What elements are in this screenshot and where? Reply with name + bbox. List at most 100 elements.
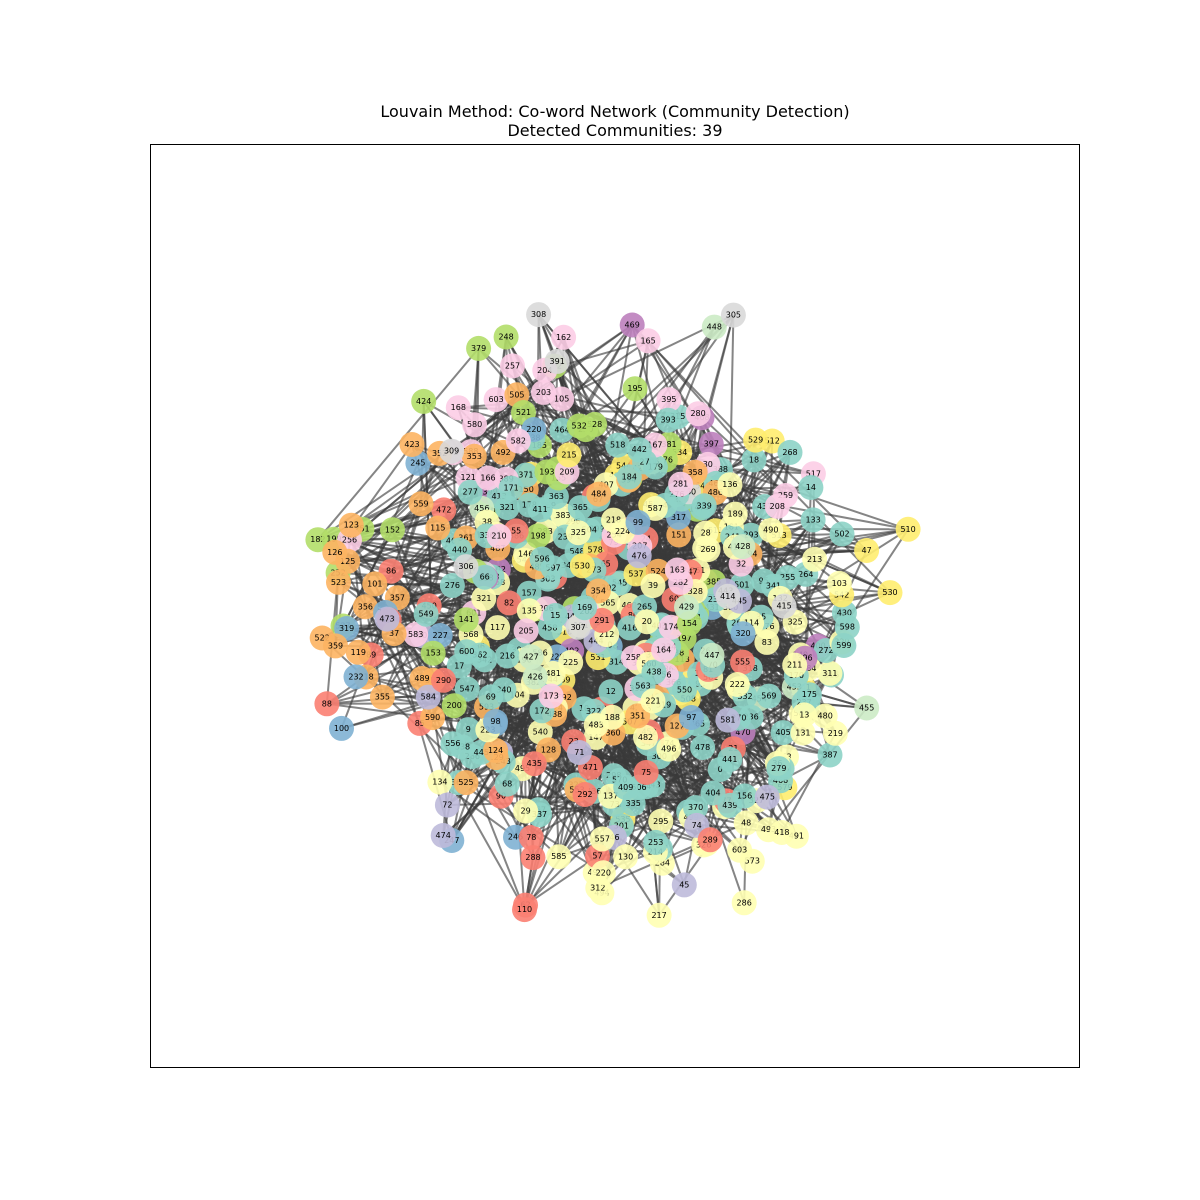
node: 153	[420, 640, 446, 666]
node-circle	[544, 348, 570, 374]
node-label: 27	[640, 457, 650, 466]
node-label: 496	[661, 745, 676, 754]
node-circle	[769, 820, 795, 845]
node: 473	[374, 606, 400, 632]
node-circle	[685, 401, 711, 427]
node-circle	[585, 578, 611, 604]
node-label: 549	[418, 610, 433, 619]
node-label: 603	[732, 846, 747, 855]
node: 582	[505, 428, 531, 454]
node: 469	[619, 312, 645, 338]
node: 305	[720, 302, 746, 328]
node: 603	[727, 837, 753, 863]
node-circle	[895, 516, 921, 542]
node-label: 530	[882, 588, 897, 597]
node-label: 405	[775, 728, 790, 737]
node-label: 427	[523, 652, 538, 661]
node-circle	[664, 557, 690, 583]
node: 248	[493, 324, 519, 350]
node: 117	[485, 615, 511, 641]
node-circle	[526, 302, 552, 328]
node-circle	[754, 629, 780, 655]
node-label: 105	[554, 395, 569, 404]
node-circle	[730, 534, 756, 560]
node-label: 512	[765, 437, 780, 446]
node-label: 57	[592, 852, 602, 861]
node: 496	[656, 736, 682, 762]
node-circle	[369, 684, 395, 710]
node-label: 531	[590, 653, 605, 662]
node-label: 599	[836, 641, 851, 650]
node: 295	[648, 808, 674, 834]
node: 518	[605, 432, 631, 458]
node-label: 210	[491, 532, 506, 541]
node-label: 209	[559, 467, 574, 476]
node: 193	[534, 459, 560, 485]
edge	[647, 340, 787, 497]
node-label: 360	[605, 729, 620, 738]
node-circle	[619, 312, 645, 338]
node-label: 365	[573, 503, 588, 512]
node-label: 441	[722, 755, 737, 764]
node-label: 428	[735, 542, 750, 551]
node-label: 39	[648, 581, 658, 590]
node-label: 193	[539, 467, 554, 476]
node: 596	[529, 546, 555, 572]
node-circle	[715, 583, 741, 609]
node-label: 103	[832, 579, 847, 588]
node: 502	[829, 521, 855, 547]
node-label: 133	[805, 515, 820, 524]
node-label: 439	[722, 801, 737, 810]
node-label: 85	[415, 719, 425, 728]
node: 441	[717, 746, 743, 772]
node-label: 547	[682, 567, 697, 576]
node: 126	[322, 539, 348, 565]
node-label: 104	[509, 691, 524, 700]
node-circle	[542, 603, 568, 628]
node: 171	[498, 475, 524, 501]
node-circle	[613, 774, 639, 800]
node-circle	[500, 353, 525, 379]
node-label: 288	[525, 853, 540, 862]
node-circle	[362, 571, 388, 597]
node-label: 281	[673, 480, 688, 489]
node-label: 117	[490, 623, 505, 632]
node-label: 204	[537, 366, 552, 375]
node-circle	[754, 784, 780, 810]
node-label: 339	[697, 501, 712, 510]
node: 291	[589, 607, 615, 633]
node-circle	[730, 649, 756, 675]
node: 184	[616, 464, 642, 490]
node-label: 208	[770, 502, 785, 511]
node-label: 167	[647, 441, 662, 450]
node-label: 472	[436, 505, 451, 514]
node-label: 414	[720, 592, 735, 601]
node: 603	[483, 387, 509, 413]
node: 216	[494, 643, 520, 669]
node-circle	[439, 438, 465, 464]
node-label: 246	[508, 833, 523, 842]
node-circle	[326, 569, 351, 595]
node-circle	[640, 688, 666, 714]
node-circle	[790, 720, 816, 746]
node-label: 537	[628, 569, 643, 578]
node-label: 215	[561, 450, 576, 459]
node-circle	[854, 695, 880, 721]
node: 557	[589, 826, 615, 852]
node-label: 220	[526, 425, 541, 434]
node-label: 568	[463, 630, 478, 639]
node-label: 69	[486, 692, 496, 701]
node-label: 47	[862, 546, 872, 555]
node-label: 440	[452, 546, 467, 555]
node: 220	[590, 860, 616, 886]
node-label: 227	[433, 631, 448, 640]
node-label: 311	[822, 669, 837, 678]
node-label: 97	[686, 713, 696, 722]
node-circle	[572, 782, 598, 807]
node-label: 289	[703, 835, 718, 844]
node-circle	[691, 493, 717, 519]
node-label: 37	[389, 629, 399, 638]
node: 418	[769, 820, 795, 845]
node-circle	[613, 844, 639, 870]
node: 82	[496, 590, 522, 616]
